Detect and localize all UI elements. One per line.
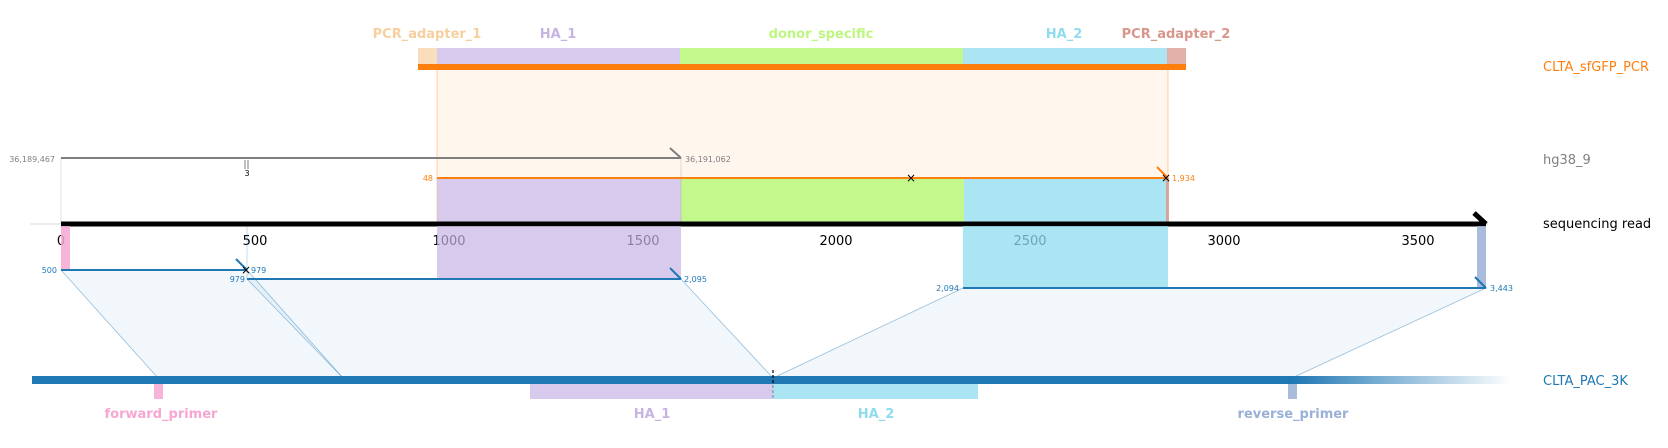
plasmid-forward-primer-block	[154, 384, 163, 399]
plasmid-c-end-label: 3,443	[1490, 284, 1513, 293]
plasmid-feature-label-reverse-primer: reverse_primer	[1238, 407, 1350, 422]
read-pcr-adapter-2-sliver	[1166, 178, 1169, 224]
plasmid-conn-4	[680, 278, 774, 379]
donor-alignment: × × 48 1,934	[423, 166, 1195, 185]
donor-pcr-adapter-1-block	[418, 48, 437, 64]
genome-alignment: 36,189,467 36,191,062 3	[9, 147, 731, 224]
read-name: sequencing read	[1543, 217, 1651, 232]
plasmid-feature-label-ha1: HA_1	[634, 407, 671, 422]
plasmid-projection-shading	[60, 269, 1487, 379]
read-tick-2000: 2000	[819, 234, 852, 249]
read-donor-specific-block	[681, 178, 964, 224]
plasmid-shade-b	[247, 279, 773, 378]
plasmid-conn-6	[1291, 287, 1487, 379]
donor-feature-label-ha2: HA_2	[1046, 27, 1083, 42]
plasmid-conn-1	[60, 269, 159, 379]
plasmid-a-start-label: 500	[42, 266, 57, 275]
read-ha1-block	[437, 178, 681, 224]
donor-mismatch-marker: ×	[906, 171, 916, 185]
plasmid-reverse-primer-block	[1288, 384, 1297, 399]
donor-ha1-block	[437, 48, 680, 64]
plasmid-ha2-block	[773, 384, 978, 399]
donor-end-marker: ×	[1161, 171, 1171, 185]
plasmid-reference: forward_primer HA_1 HA_2 reverse_primer	[32, 370, 1512, 422]
donor-feature-label-donor-specific: donor_specific	[769, 27, 874, 42]
plasmid-shade-c	[773, 288, 1486, 378]
plasmid-feature-label-forward-primer: forward_primer	[105, 407, 219, 422]
plasmid-feature-label-ha2: HA_2	[858, 407, 895, 422]
read-forward-primer-block	[61, 226, 70, 270]
plasmid-ha1-block	[530, 384, 773, 399]
donor-feature-label-pcr-adapter-2: PCR_adapter_2	[1122, 27, 1231, 42]
reference-labels: CLTA_sfGFP_PCR hg38_9 sequencing read CL…	[1543, 60, 1651, 389]
donor-alignment-end-hook	[1156, 166, 1169, 179]
genome-start-label: 36,189,467	[9, 155, 55, 164]
plasmid-conn-5	[772, 287, 964, 379]
plasmid-b-end-label: 2,095	[684, 275, 707, 284]
plasmid-conn-3	[246, 278, 344, 379]
donor-specific-block	[680, 48, 963, 64]
donor-reference-name: CLTA_sfGFP_PCR	[1543, 60, 1649, 75]
read-tick-3500: 3500	[1401, 234, 1434, 249]
read-tick-3000: 3000	[1207, 234, 1240, 249]
genome-alignment-end-hook	[669, 147, 682, 159]
read-ha2-lower-block	[963, 226, 1168, 288]
plasmid-alignment-a-marker: ×	[241, 263, 251, 277]
plasmid-reference-bar	[32, 376, 1292, 384]
plasmid-alignment-a-hook	[235, 258, 248, 271]
read-ha2-block	[964, 178, 1168, 224]
plasmid-alignment-b-hook	[669, 267, 682, 280]
read-tick-500: 500	[243, 234, 268, 249]
donor-end-label: 1,934	[1172, 174, 1195, 183]
plasmid-reference-name: CLTA_PAC_3K	[1543, 374, 1628, 389]
read-reverse-primer-block	[1477, 226, 1486, 288]
plasmid-shade-a	[61, 270, 343, 378]
donor-start-label: 48	[423, 174, 433, 183]
plasmid-a-end-label: 979	[251, 266, 266, 275]
genome-gap-label: 3	[244, 169, 249, 178]
read-axis-arrow	[1472, 211, 1488, 226]
donor-pcr-adapter-2-block	[1167, 48, 1186, 64]
donor-projection-shade	[437, 70, 1168, 178]
genome-end-label: 36,191,062	[685, 155, 731, 164]
donor-reference-bar	[418, 64, 1186, 70]
plasmid-c-start-label: 2,094	[936, 284, 959, 293]
genome-reference-name: hg38_9	[1543, 153, 1591, 168]
donor-ha2-block	[963, 48, 1167, 64]
plasmid-alignments: × 500 979 979 2,095 2,094 3,443	[42, 258, 1513, 293]
plasmid-b-start-label: 979	[230, 275, 245, 284]
donor-feature-label-pcr-adapter-1: PCR_adapter_1	[373, 27, 482, 42]
plasmid-conn-2	[246, 269, 344, 379]
donor-feature-label-ha1: HA_1	[540, 27, 577, 42]
plasmid-alignment-c-hook	[1474, 276, 1487, 289]
donor-feature-blocks	[418, 48, 1186, 64]
plasmid-reference-fade	[1292, 376, 1512, 384]
read-axis-ticks: 0 500 1000 1500 2000 2500 3000 3500	[57, 234, 1435, 249]
read-ha1-lower-block	[437, 226, 681, 279]
